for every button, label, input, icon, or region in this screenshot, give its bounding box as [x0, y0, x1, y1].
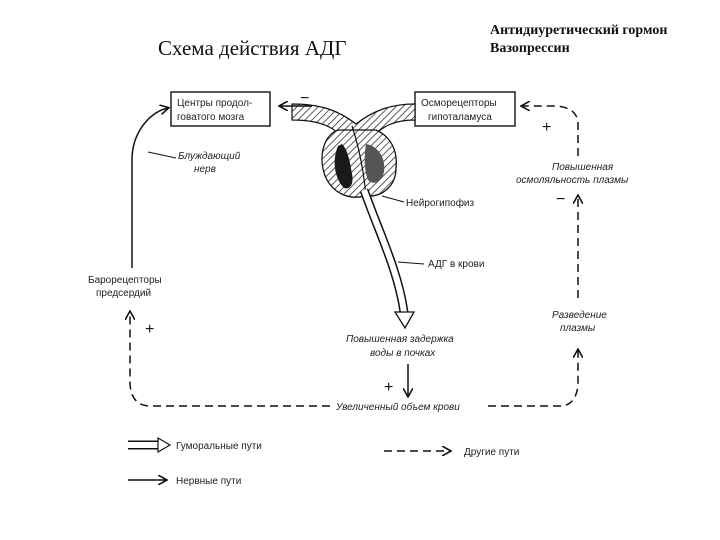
label-baro-2: предсердий	[96, 288, 151, 299]
adh-blood-pointer	[397, 261, 425, 265]
legend-humoral-label: Гуморальные пути	[176, 441, 262, 452]
legend-neural-label: Нервные пути	[176, 476, 241, 487]
humoral-arrow-adh	[359, 188, 416, 330]
label-vagus-2: нерв	[194, 164, 216, 175]
box-brainstem-line-2: говатого мозга	[177, 112, 245, 123]
label-osmolality-1: Повышенная	[552, 162, 614, 173]
box-brainstem-line-1: Центры продол-	[177, 98, 252, 109]
box-osmo-line-2: гипоталамуса	[428, 112, 492, 123]
label-osmolality-2: осмоляльность плазмы	[516, 175, 629, 186]
box-osmoreceptors: Осморецепторы гипоталамуса	[414, 91, 516, 127]
sign-plus-bottom: +	[384, 379, 393, 396]
box-osmo-line-1: Осморецепторы	[421, 98, 497, 109]
legend-humoral: Гуморальные пути	[128, 436, 262, 454]
label-vagus-1: Блуждающий	[178, 151, 241, 162]
dashed-path-volume-to-dilution	[488, 350, 578, 407]
page-title: Схема действия АДГ	[158, 36, 347, 60]
label-neurohypophysis: Нейрогипофиз	[406, 197, 475, 209]
label-retention-1: Повышенная задержка	[346, 334, 454, 345]
subtitle-line-1: Антидиуретический гормон	[490, 23, 668, 38]
sign-minus-top: −	[300, 90, 309, 107]
label-adh-blood: АДГ в крови	[428, 259, 484, 270]
label-baro-1: Барорецепторы	[88, 275, 162, 286]
sign-plus-baro: +	[145, 321, 154, 338]
page-subtitle: Антидиуретический гормон Вазопрессин	[490, 22, 667, 58]
legend-other: Другие пути	[384, 447, 519, 458]
neurohypophysis-gland	[291, 103, 416, 198]
label-dilution-1: Разведение	[552, 310, 607, 321]
sign-minus-right: −	[556, 191, 565, 208]
vagus-pointer	[147, 151, 177, 159]
legend: Гуморальные пути Другие пути Нервные пут…	[128, 436, 519, 487]
dashed-path-volume-to-baro	[130, 312, 330, 407]
arrow-vagus-nerve	[131, 108, 168, 268]
label-dilution-2: плазмы	[560, 323, 596, 334]
box-brainstem-centers: Центры продол- говатого мозга	[170, 91, 271, 127]
neurohypophysis-pointer	[381, 195, 405, 203]
dashed-path-osmolality-to-osmoreceptors	[522, 106, 579, 156]
legend-neural: Нервные пути	[128, 476, 241, 487]
sign-plus-osmo: +	[542, 119, 551, 136]
subtitle-line-2: Вазопрессин	[490, 41, 570, 56]
legend-other-label: Другие пути	[464, 447, 519, 458]
label-retention-2: воды в почках	[370, 348, 436, 359]
label-blood-volume: Увеличенный объем крови	[335, 401, 460, 413]
